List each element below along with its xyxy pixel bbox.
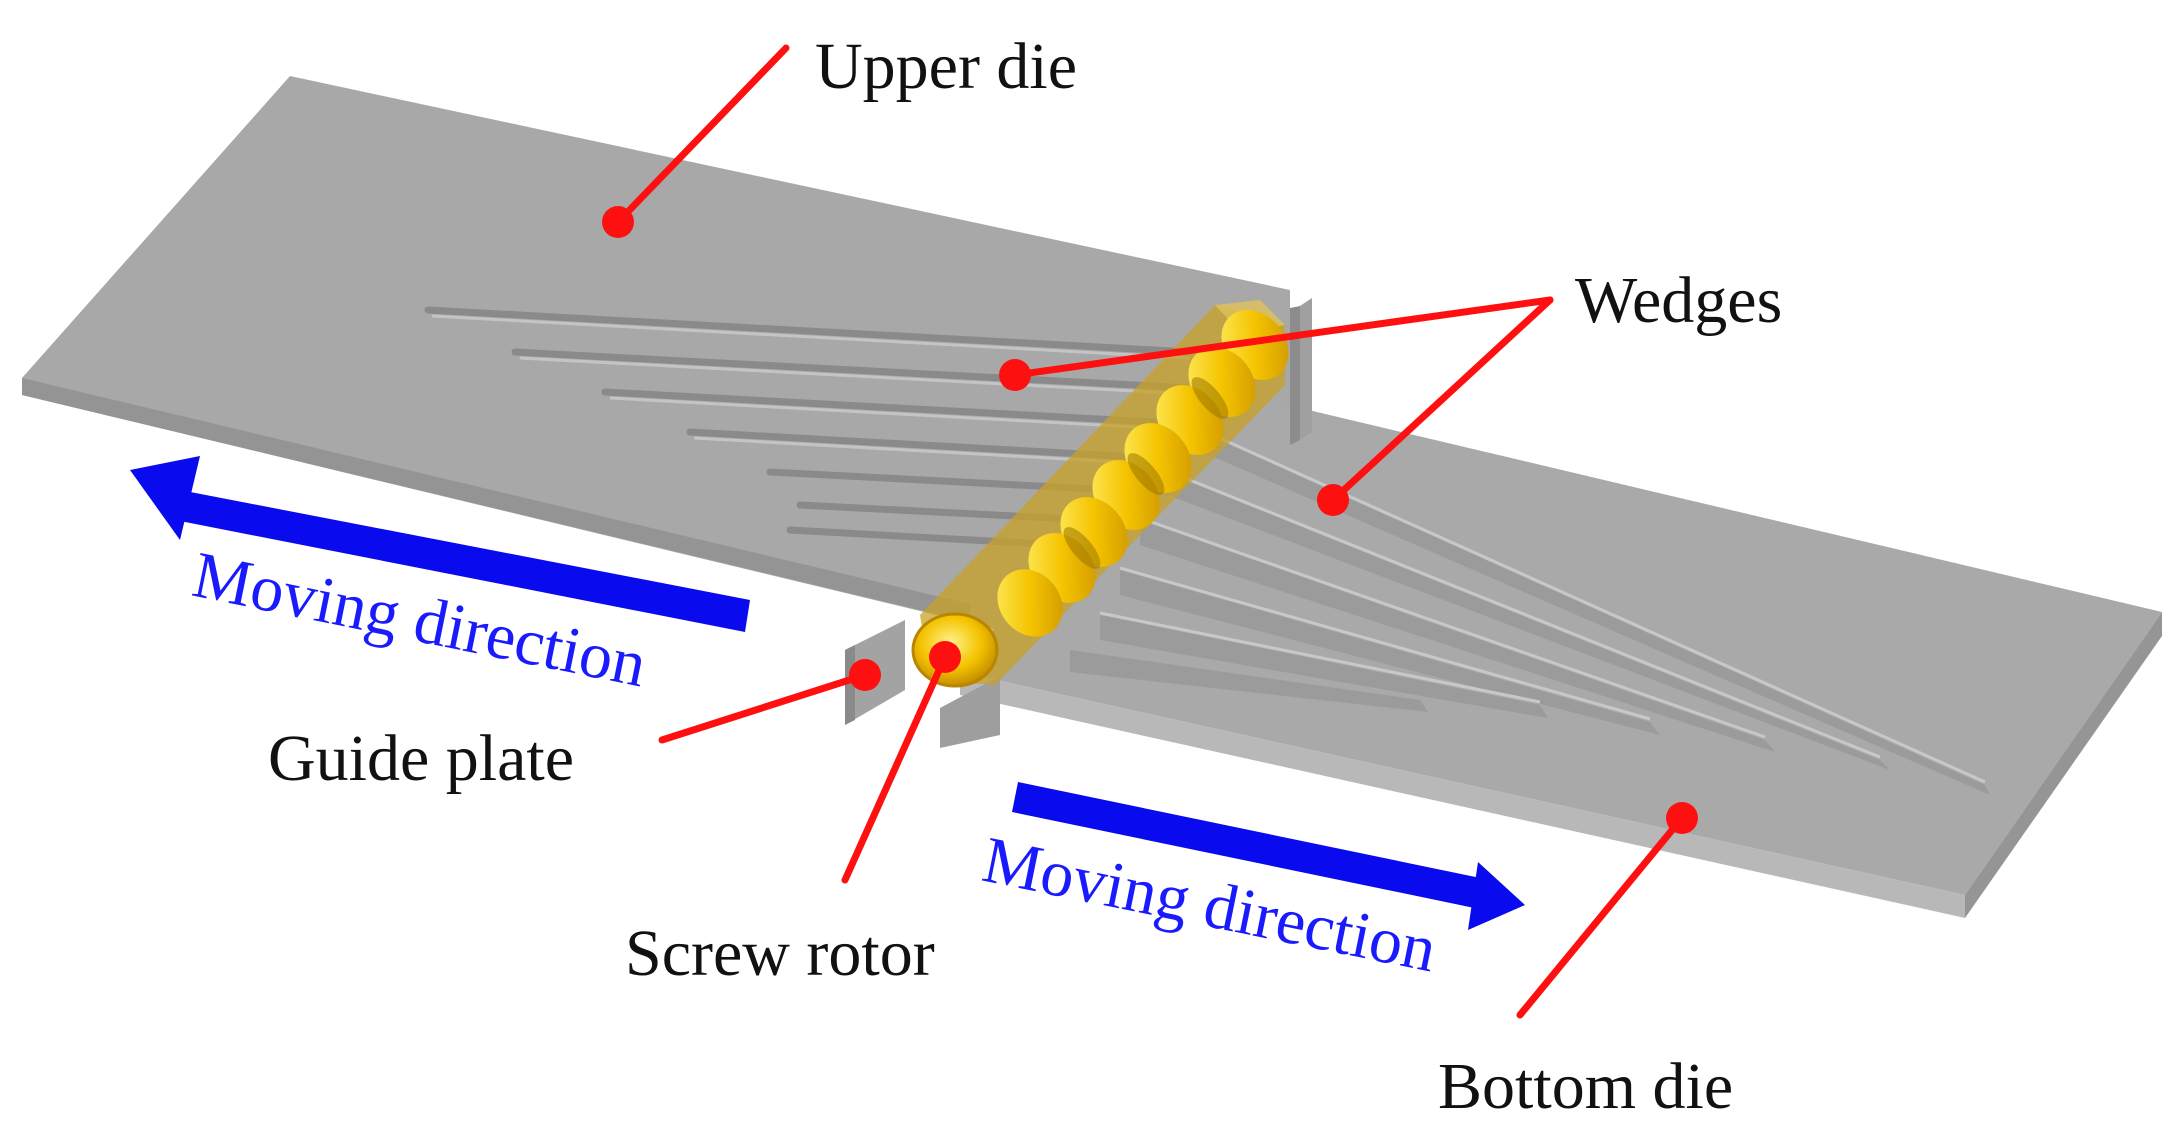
- leader-wedges-upper: [1011, 296, 1554, 379]
- label-upper-die: Upper die: [815, 30, 1077, 103]
- leader-upper-die: [614, 44, 790, 226]
- wedge: [1160, 470, 1890, 770]
- dot-wedges-lower: [1317, 484, 1349, 516]
- wedge: [1070, 650, 1428, 712]
- wedge: [1100, 615, 1548, 718]
- wedge-ridge: [601, 388, 1194, 428]
- bottom-die-wedges: [1070, 420, 1990, 795]
- arrow-right-head: [1468, 862, 1525, 930]
- leader-wedges-lower: [1329, 296, 1554, 504]
- arrow-left-head: [130, 456, 200, 540]
- dot-upper-die: [602, 206, 634, 238]
- leader-guide-plate: [658, 671, 869, 744]
- screw-rotor: [911, 300, 1289, 688]
- wedge: [1120, 570, 1660, 735]
- bottom-die-front-edge: [960, 672, 1965, 918]
- leader-bottom-die: [1516, 814, 1686, 1019]
- leader-lines: [614, 44, 1686, 1019]
- bottom-die-right-edge: [1965, 612, 2162, 918]
- arrow-right-shaft: [1012, 782, 1490, 910]
- arrow-left-shaft: [175, 490, 750, 632]
- rotor-lobes: [997, 310, 1289, 637]
- guide-plate-middle: [940, 676, 1000, 748]
- label-bottom-die: Bottom die: [1438, 1050, 1733, 1123]
- bottom-die: [960, 382, 2162, 918]
- label-guide-plate: Guide plate: [268, 722, 574, 795]
- label-screw-rotor: Screw rotor: [625, 917, 935, 990]
- upper-die-front-edge: [22, 378, 970, 622]
- dot-bottom-die: [1666, 802, 1698, 834]
- leader-dots: [602, 206, 1698, 834]
- wedge-ridge: [424, 306, 1194, 356]
- wedge: [1175, 420, 1990, 795]
- arrow-right: [1012, 782, 1525, 930]
- dot-screw-rotor: [929, 641, 961, 673]
- dot-wedges-upper: [999, 359, 1031, 391]
- label-wedges: Wedges: [1575, 264, 1782, 337]
- upper-die: [22, 76, 1290, 700]
- dot-guide-plate: [849, 659, 881, 691]
- upper-die-top-face: [22, 76, 1290, 700]
- arrow-left: [130, 456, 750, 632]
- wedge-ridge: [511, 348, 1194, 392]
- guide-plate-rear: [1290, 298, 1312, 445]
- leader-screw-rotor: [841, 653, 949, 884]
- wedge: [1140, 520, 1775, 752]
